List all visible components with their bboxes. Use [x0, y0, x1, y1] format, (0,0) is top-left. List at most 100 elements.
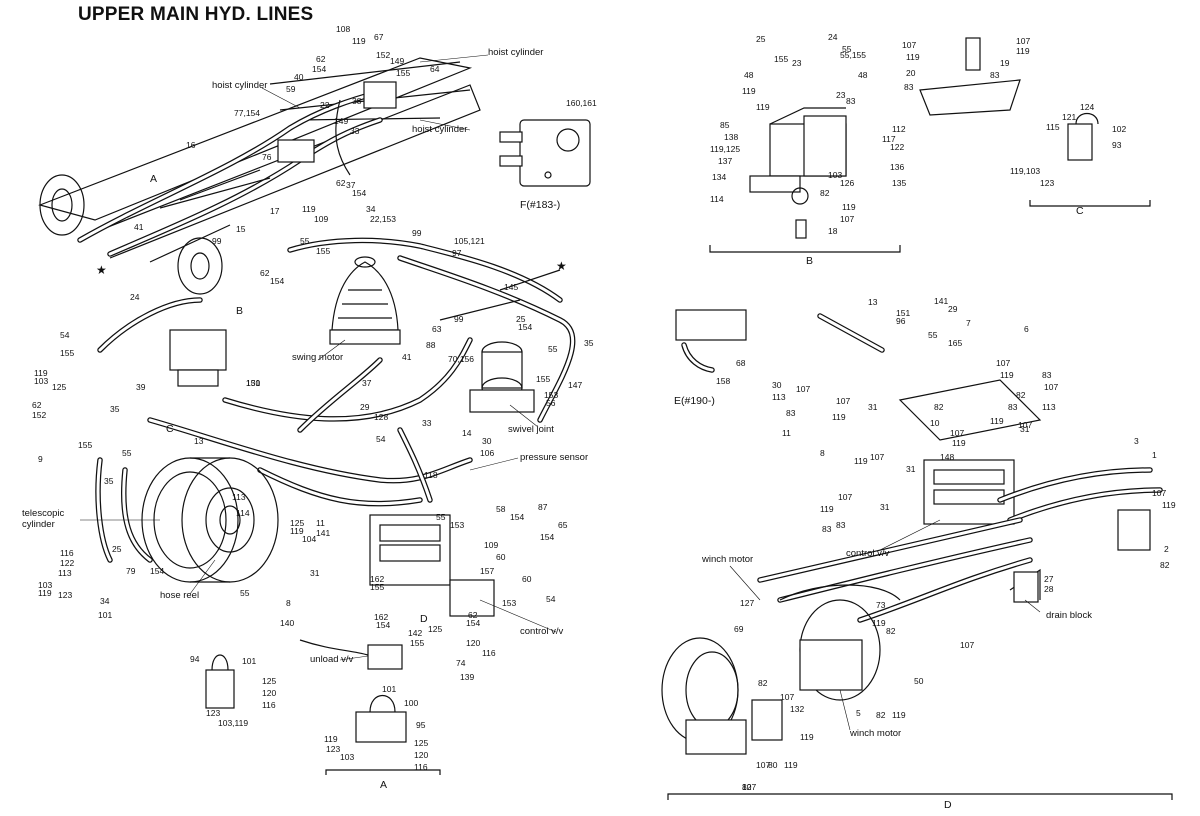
label-drain-block: drain block: [1046, 610, 1092, 621]
part-number-label: 22,153: [370, 214, 396, 224]
part-number-label: 63: [432, 324, 442, 334]
part-number-label: 151: [896, 308, 910, 318]
label-winch-motor-right: winch motor: [849, 728, 901, 739]
part-number-label: 109: [484, 540, 498, 550]
part-number-label: 154: [466, 618, 480, 628]
part-number-label: 25: [756, 34, 766, 44]
part-number-label: 158: [716, 376, 730, 386]
star-marker-icon: ★: [556, 259, 567, 273]
part-number-label: 62: [32, 400, 42, 410]
part-number-label: 115: [1046, 122, 1060, 132]
part-number-label: 119: [820, 504, 834, 514]
view-E-detail: [675, 309, 747, 373]
part-number-label: 131: [246, 378, 260, 388]
part-number-label: 106: [480, 448, 494, 458]
part-number-label: 123: [58, 590, 72, 600]
part-number-label: 34: [100, 596, 110, 606]
part-number-label: 145: [504, 282, 518, 292]
label-hoist-cylinder-top: hoist cylinder: [488, 47, 543, 58]
part-number-label: 95: [416, 720, 426, 730]
part-number-label: 116: [482, 648, 496, 658]
part-number-label: 82: [758, 678, 768, 688]
part-number-label: 107: [950, 428, 964, 438]
view-A-detail: [205, 654, 441, 775]
part-number-label: 31: [868, 402, 878, 412]
part-number-label: 155: [536, 374, 550, 384]
part-number-label: 134: [712, 172, 726, 182]
view-C-detail: [1029, 112, 1151, 207]
winch-motor-left: [661, 637, 783, 755]
part-number-label: 122: [60, 558, 74, 568]
part-number-label: 119: [290, 526, 304, 536]
part-number-label: 140: [280, 618, 294, 628]
bracket-D: [667, 793, 1173, 800]
part-number-label: 125: [428, 624, 442, 634]
part-number-label: 135: [892, 178, 906, 188]
part-number-label: 37: [346, 180, 356, 190]
view-label-E: E(#190-): [674, 395, 715, 407]
part-number-label: 8: [286, 598, 291, 608]
part-number-label: 119: [784, 760, 798, 770]
part-number-label: 29: [360, 402, 370, 412]
part-number-label: 25: [516, 314, 526, 324]
part-number-label: 64: [430, 64, 440, 74]
part-number-label: 103,119: [218, 718, 248, 728]
view-label-C-arrow: C: [166, 423, 174, 435]
part-number-label: 107: [742, 782, 756, 792]
view-label-A-arrow: A: [150, 173, 157, 185]
view-label-A-bottom: A: [380, 779, 387, 791]
part-number-label: 94: [190, 654, 200, 664]
part-number-label: 9: [38, 454, 43, 464]
part-number-label: 154: [510, 512, 524, 522]
part-number-label: 155: [78, 440, 92, 450]
part-number-label: 28: [1044, 584, 1054, 594]
part-number-label: 83: [1008, 402, 1018, 412]
part-number-label: 154: [270, 276, 284, 286]
part-number-label: 83: [990, 70, 1000, 80]
part-number-label: 62: [316, 54, 326, 64]
part-number-label: 113: [232, 492, 246, 502]
part-number-label: 123: [206, 708, 220, 718]
part-number-label: 119: [832, 412, 846, 422]
hose-reel: [141, 457, 279, 583]
part-number-label: 27: [1044, 574, 1054, 584]
part-number-label: 40: [294, 72, 304, 82]
part-number-label: 14: [462, 428, 472, 438]
part-number-label: 153: [544, 390, 558, 400]
view-label-F: F(#183-): [520, 199, 560, 211]
part-number-label: 55: [842, 44, 852, 54]
view-label-B-bracket: B: [806, 255, 813, 267]
part-number-label: 100: [404, 698, 418, 708]
part-number-label: 154: [518, 322, 532, 332]
label-pressure-sensor: pressure sensor: [520, 452, 588, 463]
part-number-label: 160,161: [566, 98, 597, 108]
part-number-label: 41: [402, 352, 412, 362]
part-number-label: 119: [952, 438, 966, 448]
part-number-label: 127: [740, 598, 754, 608]
part-number-label: 154: [540, 532, 554, 542]
part-number-label: 123: [326, 744, 340, 754]
part-number-label: 99: [412, 228, 422, 238]
part-number-label: 152: [32, 410, 46, 420]
part-number-label: 119: [892, 710, 906, 720]
part-number-label: 153: [450, 520, 464, 530]
label-unload-vv: unload v/v: [310, 654, 354, 665]
telescopic-hoses: [95, 457, 153, 563]
part-number-label: 107: [756, 760, 770, 770]
part-number-label: 16: [186, 140, 196, 150]
part-number-label: 83: [846, 96, 856, 106]
part-number-label: 59: [286, 84, 296, 94]
part-number-label: 112: [892, 124, 906, 134]
part-number-label: 153: [502, 598, 516, 608]
part-number-label: 155: [774, 54, 788, 64]
part-number-label: 125: [262, 676, 276, 686]
part-number-label: 79: [126, 566, 136, 576]
part-number-label: 41: [134, 222, 144, 232]
part-number-label: 22: [320, 100, 330, 110]
part-number-label: 119: [872, 618, 886, 628]
part-number-label: 82: [1016, 390, 1026, 400]
part-number-label: 55,155: [840, 50, 866, 60]
part-number-label: 33: [350, 126, 360, 136]
part-number-label: 7: [966, 318, 971, 328]
